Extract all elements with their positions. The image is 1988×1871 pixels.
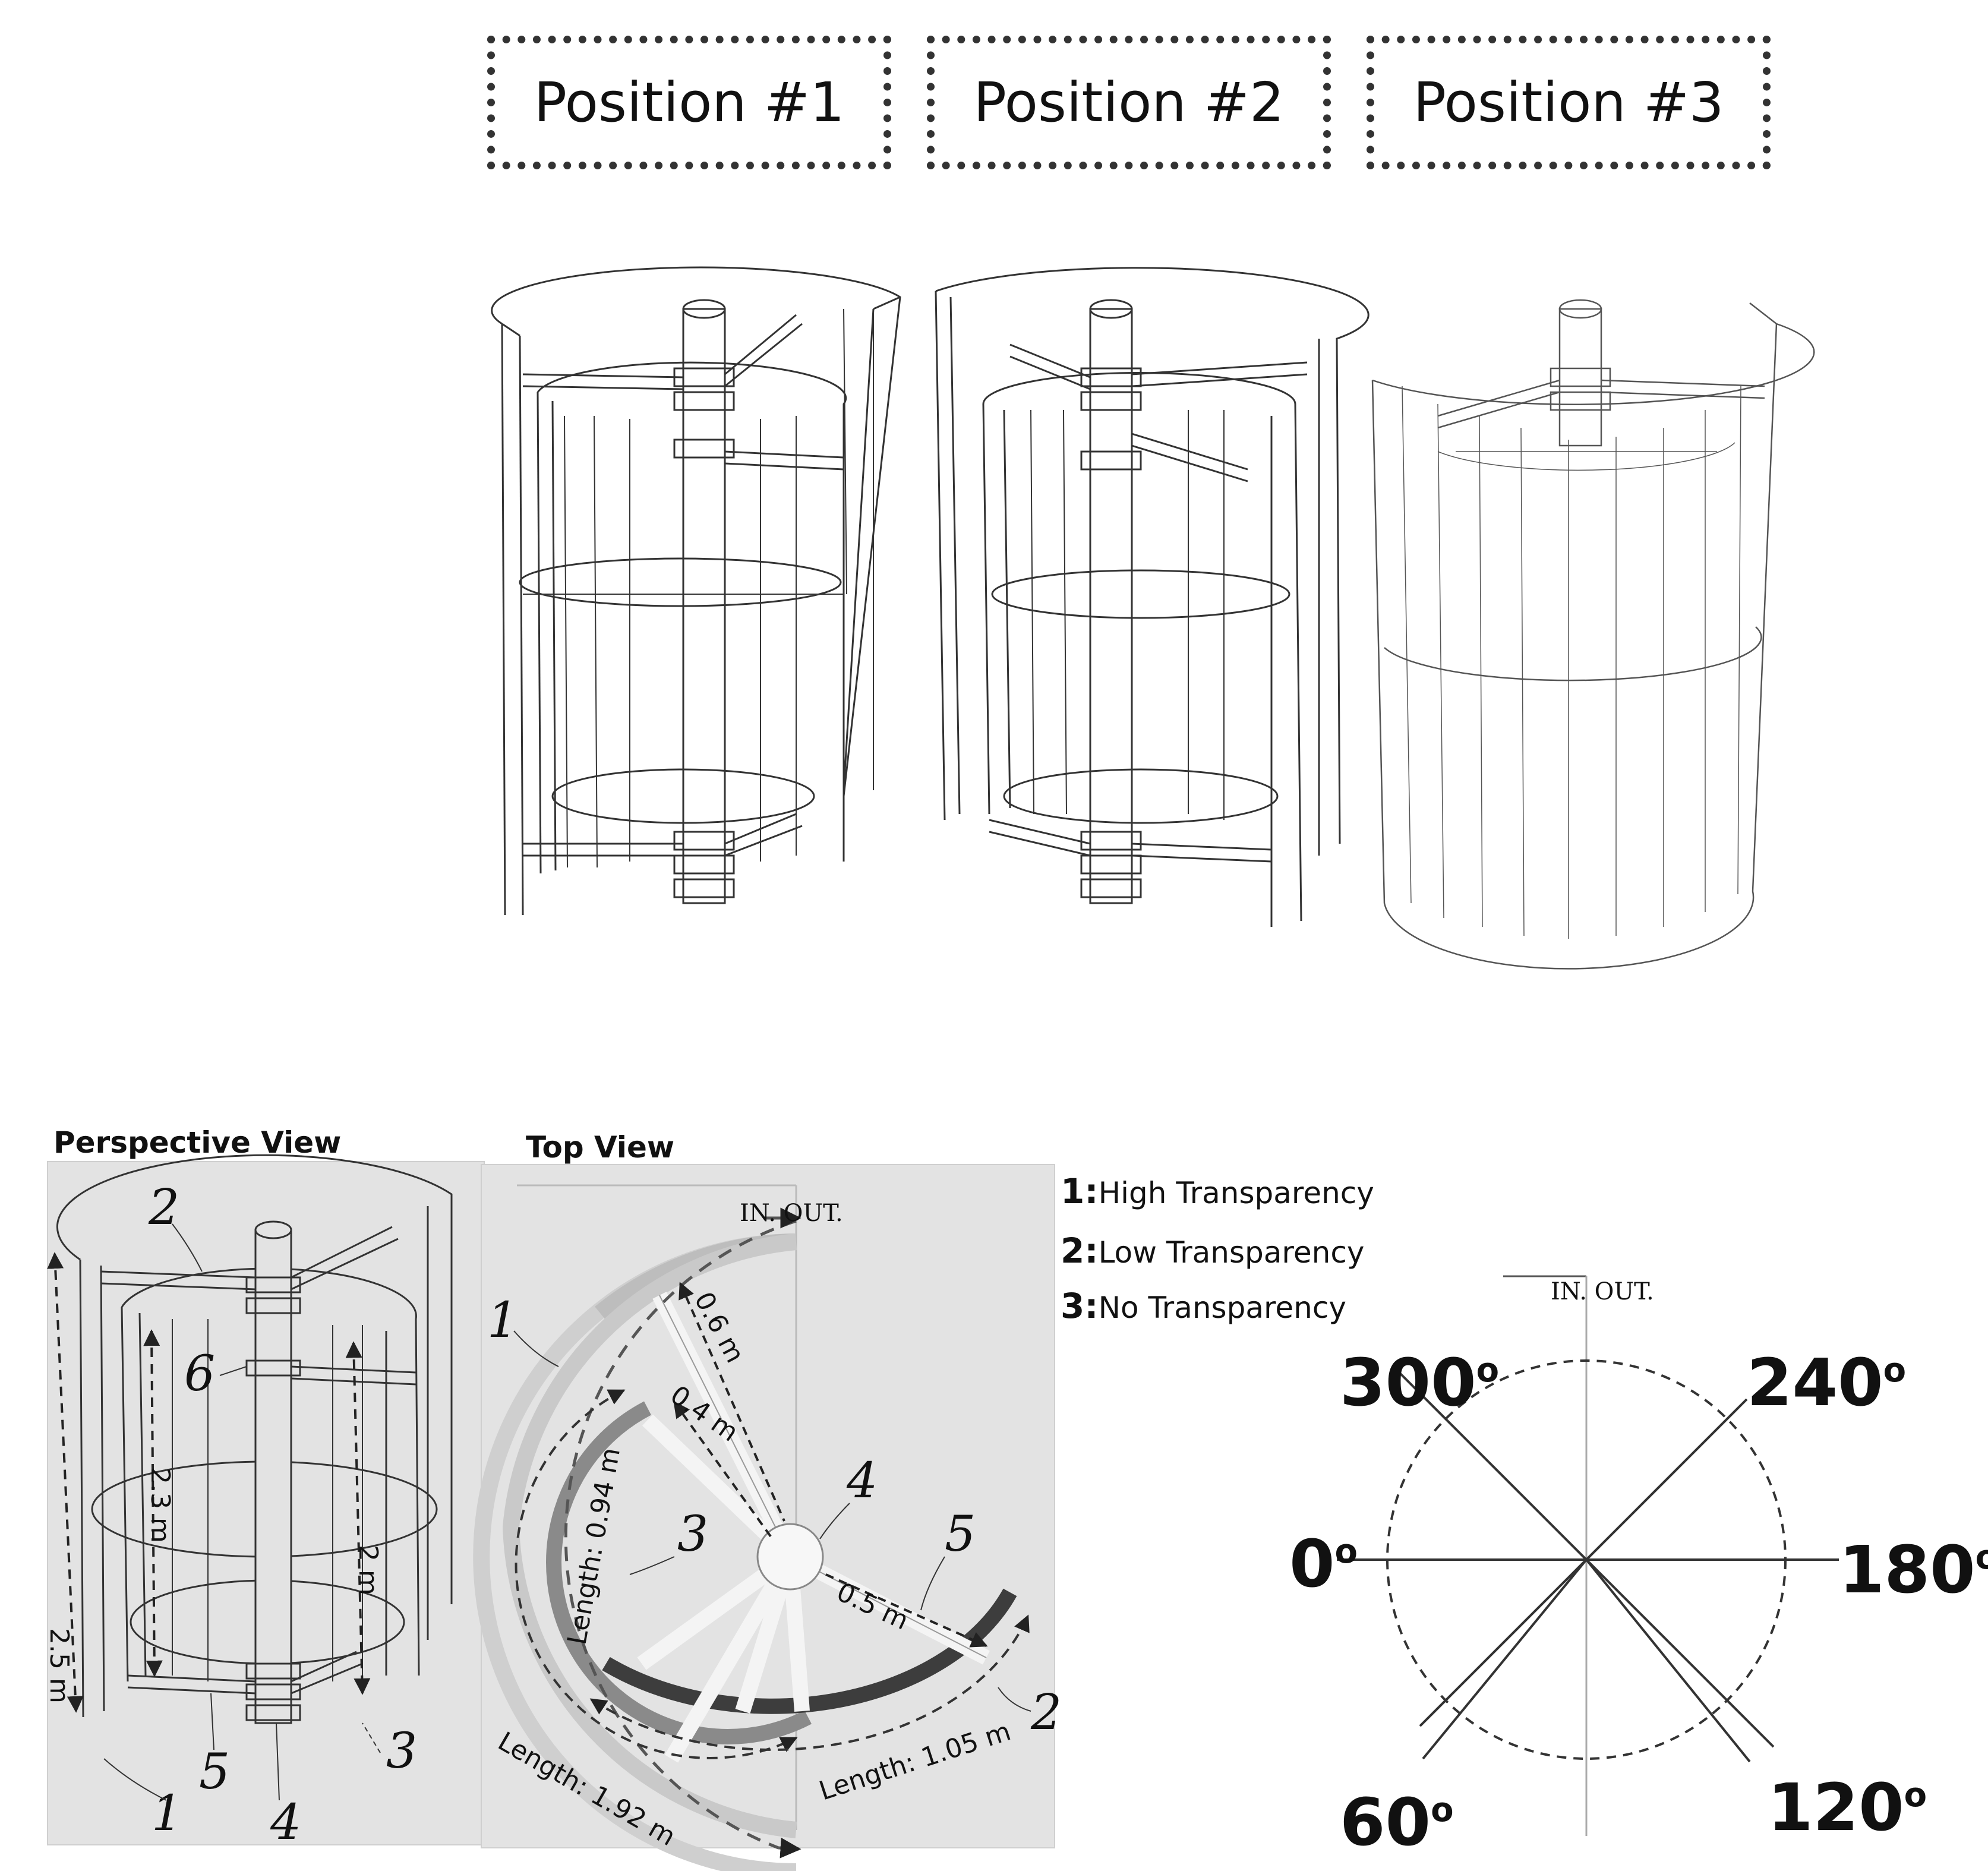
top-callout-3: 3 <box>677 1506 708 1563</box>
position-2-box: Position #2 <box>927 36 1331 169</box>
top-view-drawing <box>473 1184 1030 1871</box>
dim-blade-height: 2 m <box>353 1545 383 1595</box>
angle-0-label: 0o <box>1289 1526 1358 1602</box>
position-3-label: Position #3 <box>1413 71 1724 134</box>
turbine-position-3 <box>1371 299 1815 970</box>
position-1-box: Position #1 <box>487 36 891 169</box>
position-3-box: Position #3 <box>1367 36 1771 169</box>
persp-callout-6: 6 <box>184 1346 215 1402</box>
dim-inner-height: 2.3 m <box>145 1468 175 1543</box>
top-callout-5: 5 <box>945 1506 976 1563</box>
position-1-label: Position #1 <box>534 71 845 134</box>
top-callout-1: 1 <box>487 1292 518 1349</box>
top-callout-2: 2 <box>1030 1684 1062 1741</box>
top-view-title: Top View <box>526 1130 674 1165</box>
top-callout-4: 4 <box>846 1453 878 1509</box>
angle-diagram <box>1337 1275 1839 1836</box>
persp-callout-2: 2 <box>148 1179 179 1236</box>
top-in-out-label: IN. OUT. <box>740 1200 843 1227</box>
legend-item-3: 3:No Transparency <box>1061 1286 1346 1326</box>
angle-240-label: 240o <box>1747 1345 1906 1421</box>
persp-callout-1: 1 <box>152 1785 182 1842</box>
angle-in-out-label: IN. OUT. <box>1551 1278 1654 1305</box>
persp-callout-4: 4 <box>270 1794 301 1851</box>
transparency-legend: 1:High Transparency 2:Low Transparency 3… <box>1061 1171 1374 1326</box>
turbine-position-2 <box>935 267 1369 927</box>
position-2-label: Position #2 <box>973 71 1285 134</box>
dim-outer-height: 2.5 m <box>44 1628 74 1703</box>
angle-120-label: 120o <box>1768 1769 1927 1845</box>
angle-60-label: 60o <box>1340 1784 1454 1860</box>
legend-item-2: 2:Low Transparency <box>1061 1230 1364 1271</box>
perspective-view-title: Perspective View <box>53 1125 341 1160</box>
persp-callout-3: 3 <box>386 1723 417 1779</box>
angle-300-label: 300o <box>1340 1345 1499 1421</box>
angle-180-label: 180o <box>1839 1532 1988 1608</box>
legend-item-1: 1:High Transparency <box>1061 1171 1374 1211</box>
persp-callout-5: 5 <box>199 1744 230 1800</box>
turbine-position-1 <box>491 266 901 916</box>
